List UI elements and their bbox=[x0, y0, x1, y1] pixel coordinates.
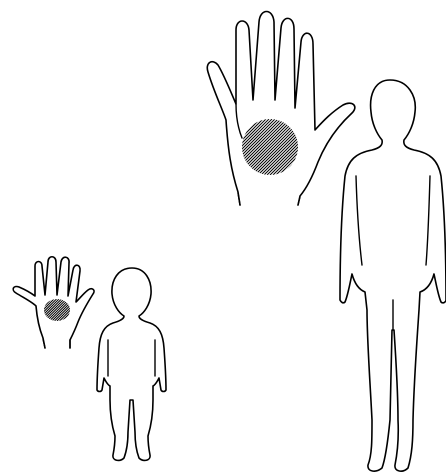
adult-hand-outline bbox=[207, 12, 355, 206]
child-hand-icon bbox=[13, 257, 94, 348]
adult-figure-icon bbox=[340, 80, 446, 471]
adult-figure-outline bbox=[340, 80, 446, 471]
adult-hand-icon bbox=[186, 12, 355, 206]
child-figure-icon bbox=[97, 268, 166, 460]
